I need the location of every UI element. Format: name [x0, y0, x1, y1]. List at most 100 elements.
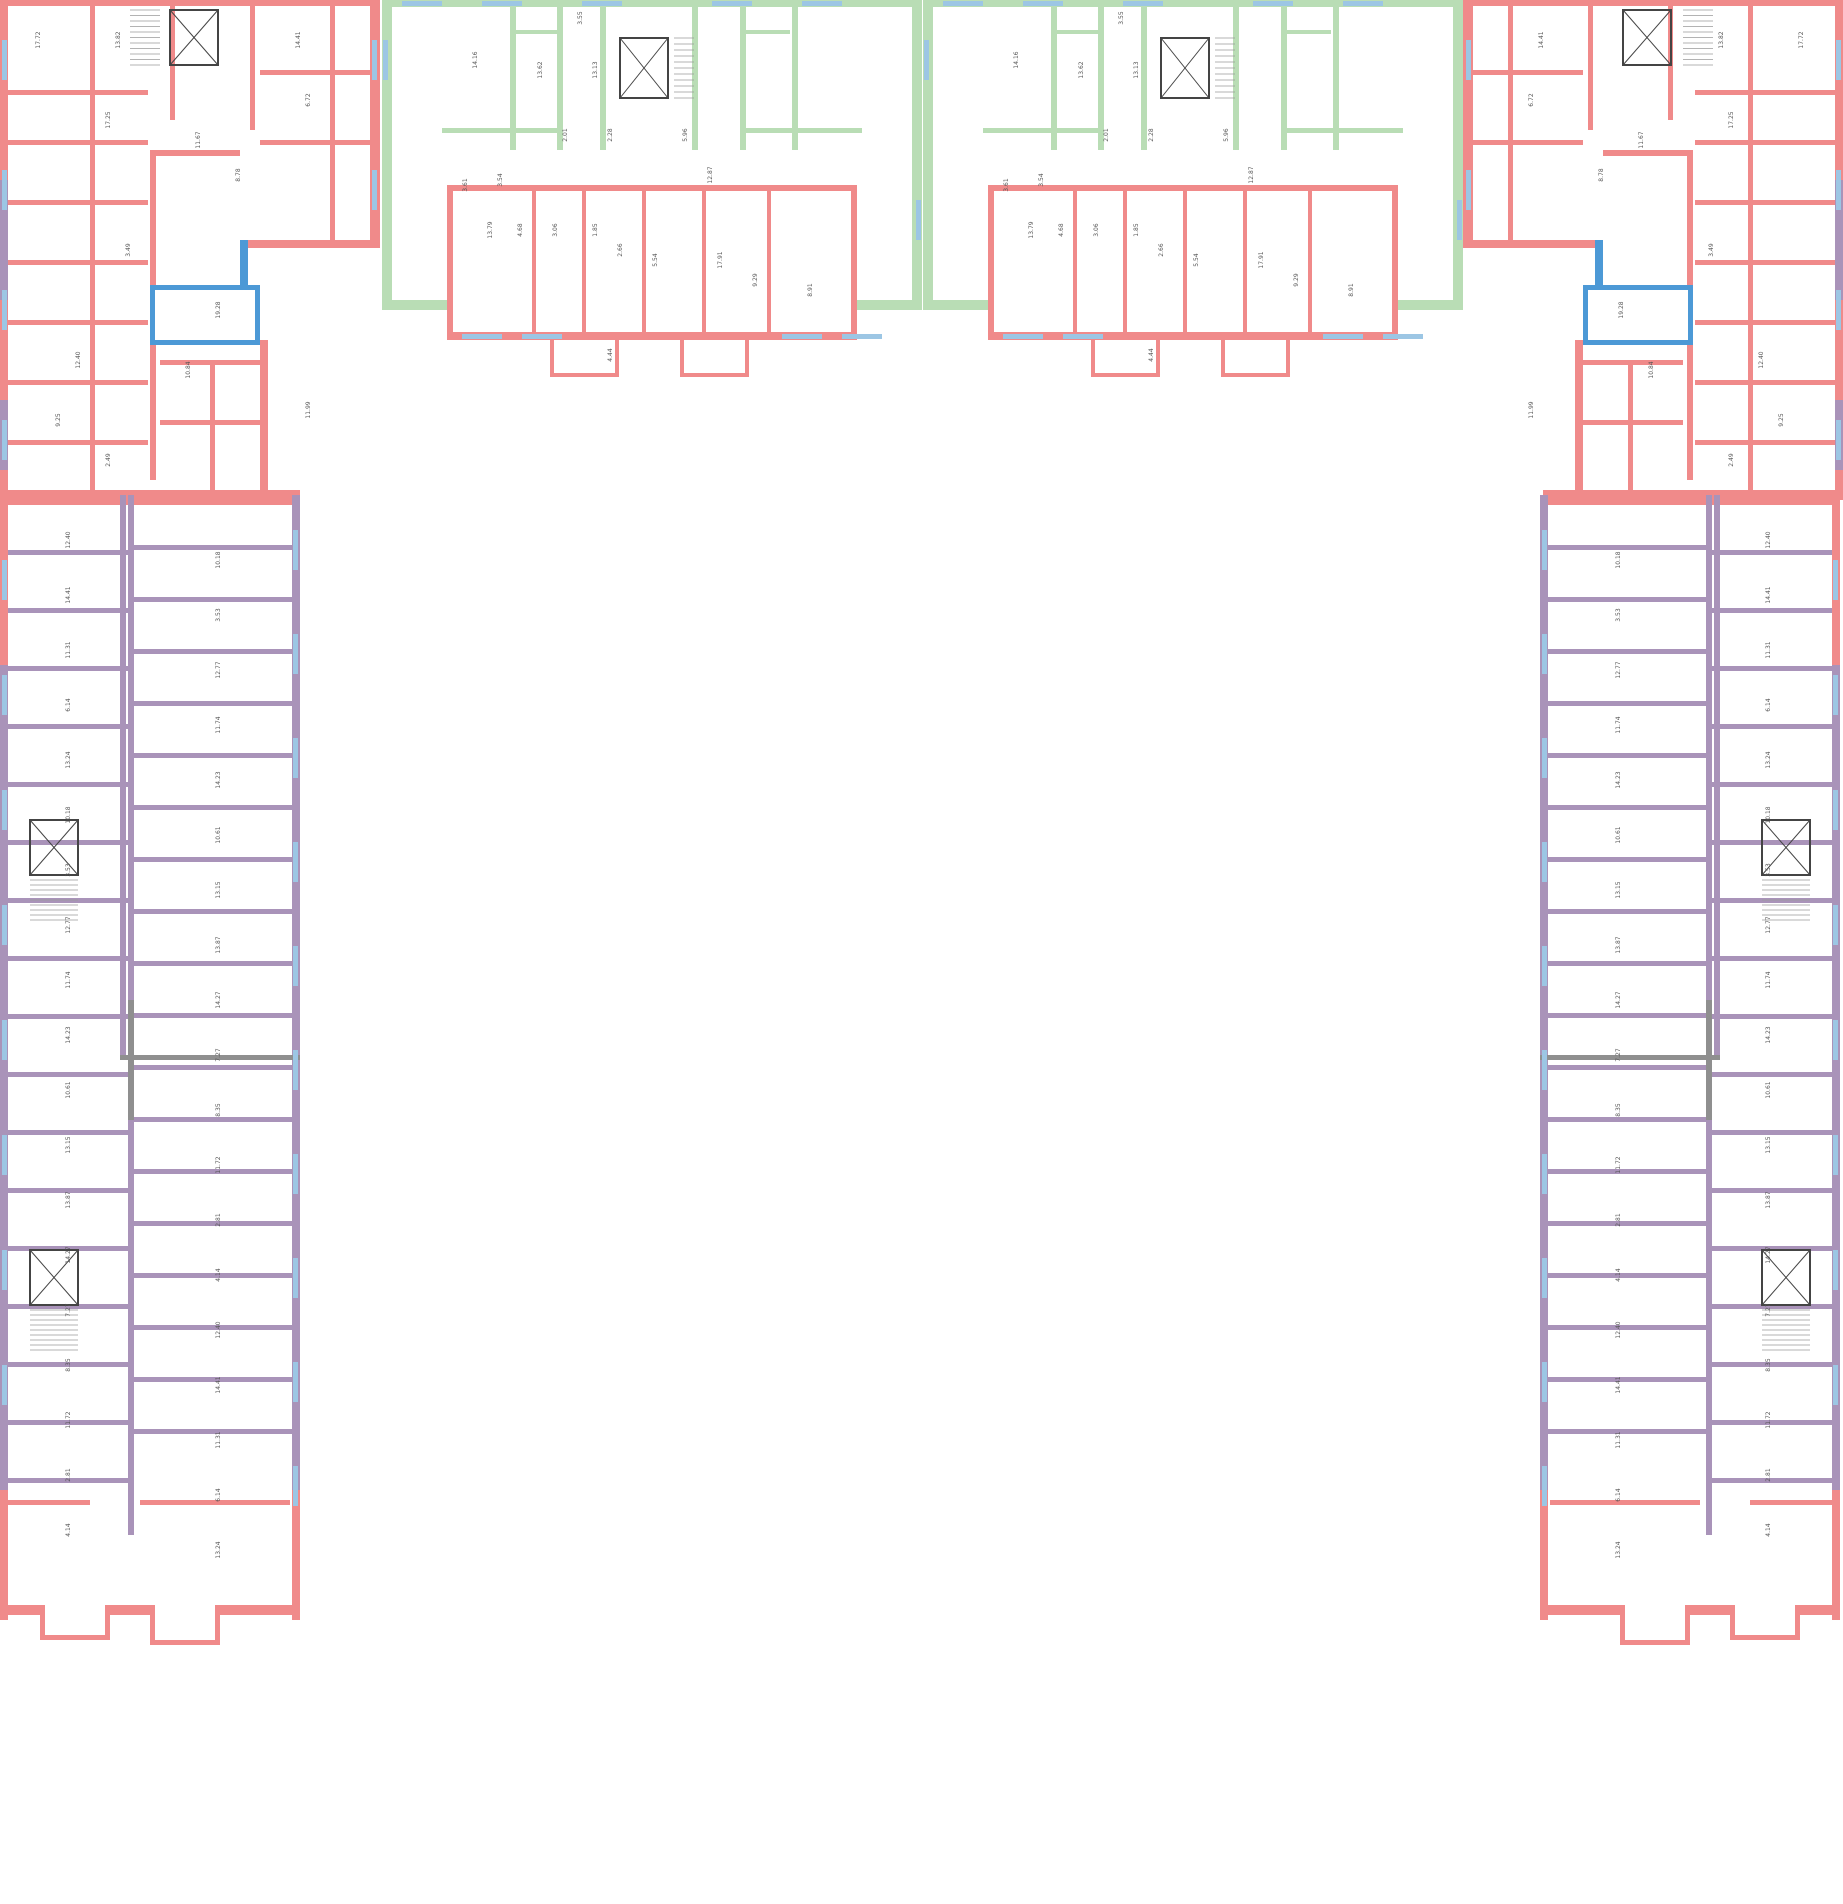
purple-wall [0, 180, 8, 300]
room-area-label: 12.77 [215, 661, 222, 678]
window [2, 40, 7, 80]
green-partition [692, 0, 698, 150]
purple-partition [1548, 909, 1706, 914]
window [1466, 40, 1471, 80]
window [1833, 1020, 1838, 1060]
window [1542, 1362, 1547, 1402]
corridor-wall [1714, 495, 1720, 1055]
room-area-label: 8.35 [1615, 1103, 1622, 1117]
green-partition [1141, 0, 1147, 150]
room-area-label: 14.41 [295, 31, 302, 48]
room-area-label: 4.44 [1148, 348, 1155, 362]
red-partition [767, 185, 771, 335]
elevator-shaft [29, 819, 79, 876]
room-area-label: 3.54 [497, 173, 504, 187]
room-area-label: 3.55 [1118, 11, 1125, 25]
window [462, 334, 502, 339]
room-area-label: 5.96 [682, 128, 689, 142]
green-partition [1051, 30, 1101, 34]
room-area-label: 13.82 [1718, 31, 1725, 48]
red-wall [1832, 1490, 1840, 1620]
purple-partition [8, 666, 128, 671]
room-area-label: 11.99 [305, 401, 312, 418]
purple-partition [1548, 597, 1706, 602]
purple-partition [134, 597, 292, 602]
window [372, 40, 377, 80]
room-area-label: 3.61 [1003, 178, 1010, 192]
red-wall [0, 495, 300, 505]
room-area-label: 2.01 [562, 128, 569, 142]
room-area-label: 2.66 [617, 243, 624, 257]
room-area-label: 7.27 [1765, 1303, 1772, 1317]
green-partition [742, 128, 862, 133]
room-area-label: 10.84 [185, 361, 192, 378]
green-partition [510, 30, 560, 34]
section-area [382, 0, 922, 305]
room-area-label: 10.61 [215, 826, 222, 843]
room-area-label: 1.85 [592, 223, 599, 237]
purple-partition [8, 1362, 128, 1367]
window [2, 170, 7, 210]
window [1542, 1154, 1547, 1194]
purple-partition [8, 1072, 128, 1077]
window [1542, 634, 1547, 674]
room-area-label: 7.27 [65, 1303, 72, 1317]
green-partition [1051, 0, 1057, 150]
room-area-label: 11.72 [215, 1156, 222, 1173]
room-area-label: 10.84 [1648, 361, 1655, 378]
red-partition [1473, 70, 1583, 75]
window [402, 1, 442, 6]
room-area-label: 7.27 [215, 1048, 222, 1062]
green-wall [382, 0, 392, 310]
room-area-label: 8.78 [235, 168, 242, 182]
room-area-label: 12.40 [215, 1321, 222, 1338]
room-area-label: 8.91 [807, 283, 814, 297]
red-wall [1540, 495, 1840, 505]
window [582, 1, 622, 6]
purple-partition [1712, 1072, 1832, 1077]
room-area-label: 6.14 [215, 1488, 222, 1502]
red-partition [8, 260, 148, 265]
purple-partition [1548, 545, 1706, 550]
room-area-label: 14.41 [1765, 586, 1772, 603]
red-partition [1695, 90, 1835, 95]
room-area-label: 11.31 [65, 641, 72, 658]
purple-partition [1712, 1362, 1832, 1367]
purple-partition [1548, 753, 1706, 758]
purple-partition [1548, 961, 1706, 966]
window [924, 40, 929, 80]
green-partition [792, 0, 798, 150]
room-area-label: 10.61 [65, 1081, 72, 1098]
purple-partition [1712, 1478, 1832, 1483]
room-area-label: 14.41 [1538, 31, 1545, 48]
window [1003, 334, 1043, 339]
room-area-label: 13.15 [1615, 881, 1622, 898]
room-area-label: 5.54 [652, 253, 659, 267]
window [1343, 1, 1383, 6]
window [2, 560, 7, 600]
room-area-label: 6.14 [1765, 698, 1772, 712]
window [712, 1, 752, 6]
red-wall [0, 0, 380, 6]
window [522, 334, 562, 339]
room-area-label: 14.27 [1615, 991, 1622, 1008]
room-area-label: 13.13 [592, 61, 599, 78]
red-partition [1695, 140, 1835, 145]
purple-partition [1712, 1304, 1832, 1309]
window [2, 675, 7, 715]
room-area-label: 2.81 [65, 1468, 72, 1482]
purple-partition [8, 1304, 128, 1309]
purple-partition [1548, 1013, 1706, 1018]
red-partition [260, 140, 370, 145]
room-area-label: 13.24 [65, 751, 72, 768]
purple-partition [1548, 701, 1706, 706]
window [1457, 200, 1462, 240]
blue-shaft-inner [155, 290, 255, 340]
red-partition [532, 185, 536, 335]
room-area-label: 11.67 [1638, 131, 1645, 148]
room-area-label: 6.14 [65, 698, 72, 712]
red-wall [1463, 0, 1843, 6]
window [383, 40, 388, 80]
